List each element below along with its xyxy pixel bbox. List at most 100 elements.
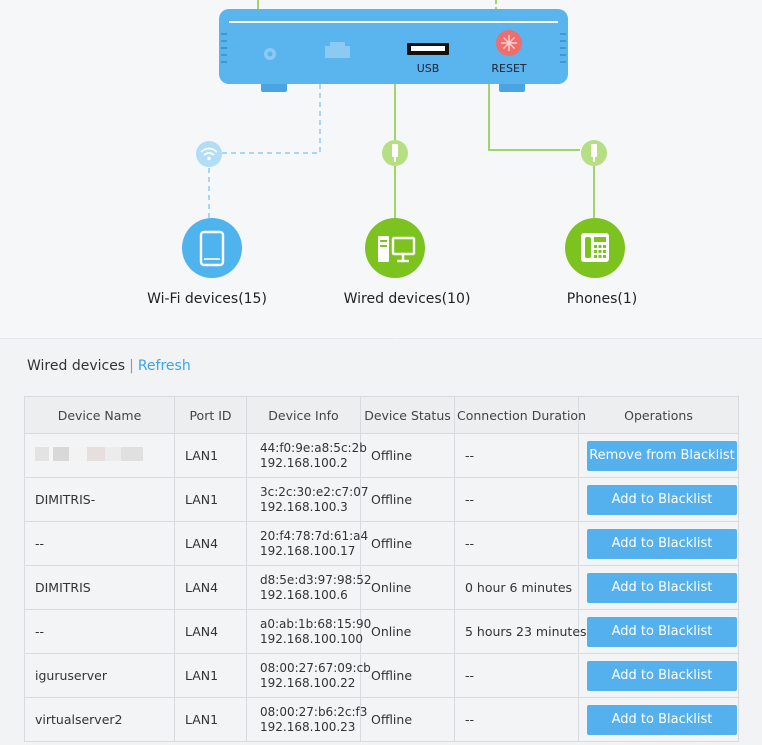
topology-diagram bbox=[182, 0, 625, 278]
wifi-devices-label[interactable]: Wi-Fi devices(15) bbox=[147, 291, 267, 307]
operations-cell: Add to Blacklist bbox=[578, 697, 739, 742]
device-status-cell: Offline bbox=[360, 433, 455, 478]
mac-address: 08:00:27:b6:2c:f3 bbox=[260, 704, 368, 719]
port-id-cell: LAN4 bbox=[174, 565, 247, 610]
device-name-cell bbox=[24, 433, 175, 478]
add-to-blacklist-button[interactable]: Add to Blacklist bbox=[587, 528, 737, 559]
mac-address: 20:f4:78:7d:61:a4 bbox=[260, 528, 369, 543]
column-header-device-name: Device Name bbox=[24, 396, 175, 434]
add-to-blacklist-button[interactable]: Add to Blacklist bbox=[587, 572, 737, 603]
section-header: Wired devices|Refresh bbox=[27, 358, 191, 374]
redacted-device-name bbox=[35, 447, 143, 461]
mac-address: d8:5e:d3:97:98:52 bbox=[260, 572, 372, 587]
port-id-cell: LAN4 bbox=[174, 609, 247, 654]
ip-address: 192.168.100.2 bbox=[260, 455, 348, 470]
operations-cell: Add to Blacklist bbox=[578, 653, 739, 698]
ip-address: 192.168.100.22 bbox=[260, 675, 356, 690]
connection-duration-cell: 5 hours 23 minutes bbox=[454, 609, 587, 654]
column-header-port-id: Port ID bbox=[174, 396, 247, 434]
phone-plug-icon bbox=[581, 140, 607, 166]
operations-cell: Add to Blacklist bbox=[578, 477, 739, 522]
ip-address: 192.168.100.3 bbox=[260, 499, 348, 514]
computer-icon[interactable] bbox=[365, 218, 425, 278]
device-status-cell: Online bbox=[360, 609, 455, 654]
reset-button-icon bbox=[496, 30, 522, 56]
usb-label: USB bbox=[416, 62, 440, 75]
phones-label[interactable]: Phones(1) bbox=[566, 291, 638, 307]
device-name-cell: DIMITRIS bbox=[24, 565, 175, 610]
operations-cell: Add to Blacklist bbox=[578, 521, 739, 566]
section-title: Wired devices bbox=[27, 358, 126, 374]
power-port-icon bbox=[264, 48, 276, 60]
device-status-cell: Offline bbox=[360, 477, 455, 522]
connection-duration-cell: -- bbox=[454, 521, 579, 566]
ip-address: 192.168.100.6 bbox=[260, 587, 348, 602]
ethernet-port-icon bbox=[325, 42, 350, 58]
connection-duration-cell: -- bbox=[454, 653, 579, 698]
usb-port-icon bbox=[407, 43, 449, 55]
device-status-cell: Offline bbox=[360, 697, 455, 742]
device-status-cell: Offline bbox=[360, 653, 455, 698]
tablet-icon[interactable] bbox=[182, 218, 242, 278]
refresh-link[interactable]: Refresh bbox=[137, 358, 191, 374]
port-id-cell: LAN4 bbox=[174, 521, 247, 566]
add-to-blacklist-button[interactable]: Add to Blacklist bbox=[587, 704, 737, 735]
section-separator: | bbox=[129, 358, 134, 374]
add-to-blacklist-button[interactable]: Add to Blacklist bbox=[587, 660, 737, 691]
remove-from-blacklist-button[interactable]: Remove from Blacklist bbox=[587, 440, 737, 471]
device-name-cell: -- bbox=[24, 609, 175, 654]
router-device bbox=[219, 9, 568, 92]
ip-address: 192.168.100.23 bbox=[260, 719, 356, 734]
device-status-cell: Online bbox=[360, 565, 455, 610]
wired-devices-table: Device Name Port ID Device Info Device S… bbox=[24, 396, 739, 742]
ethernet-plug-icon bbox=[382, 140, 408, 166]
column-header-connection-duration: Connection Duration bbox=[454, 396, 586, 434]
topology-divider bbox=[0, 338, 762, 339]
port-id-cell: LAN1 bbox=[174, 653, 247, 698]
add-to-blacklist-button[interactable]: Add to Blacklist bbox=[587, 616, 737, 647]
port-id-cell: LAN1 bbox=[174, 697, 247, 742]
operations-cell: Add to Blacklist bbox=[578, 565, 739, 610]
network-topology: USB RESET Wi-Fi devices(15) Wired device… bbox=[0, 0, 762, 338]
mac-address: 44:f0:9e:a8:5c:2b bbox=[260, 440, 367, 455]
connection-duration-cell: 0 hour 6 minutes bbox=[454, 565, 579, 610]
telephone-icon[interactable] bbox=[565, 218, 625, 278]
connection-duration-cell: -- bbox=[454, 433, 579, 478]
device-name-cell: virtualserver2 bbox=[24, 697, 175, 742]
connection-duration-cell: -- bbox=[454, 477, 579, 522]
selected-tab-pointer bbox=[382, 326, 408, 339]
device-status-cell: Offline bbox=[360, 521, 455, 566]
wifi-signal-icon bbox=[196, 141, 222, 167]
port-id-cell: LAN1 bbox=[174, 477, 247, 522]
add-to-blacklist-button[interactable]: Add to Blacklist bbox=[587, 484, 737, 515]
mac-address: 08:00:27:67:09:cb bbox=[260, 660, 371, 675]
table-header-row: Device Name Port ID Device Info Device S… bbox=[24, 396, 739, 434]
column-header-device-info: Device Info bbox=[246, 396, 361, 434]
connection-duration-cell: -- bbox=[454, 697, 579, 742]
column-header-device-status: Device Status bbox=[360, 396, 455, 434]
port-id-cell: LAN1 bbox=[174, 433, 247, 478]
device-name-cell: DIMITRIS- bbox=[24, 477, 175, 522]
wired-devices-label[interactable]: Wired devices(10) bbox=[343, 291, 471, 307]
ip-address: 192.168.100.17 bbox=[260, 543, 356, 558]
operations-cell: Add to Blacklist bbox=[578, 609, 739, 654]
operations-cell: Remove from Blacklist bbox=[578, 433, 739, 478]
column-header-operations: Operations bbox=[578, 396, 739, 434]
ip-address: 192.168.100.100 bbox=[260, 631, 364, 646]
reset-label: RESET bbox=[491, 62, 527, 75]
device-name-cell: iguruserver bbox=[24, 653, 175, 698]
mac-address: a0:ab:1b:68:15:90 bbox=[260, 616, 372, 631]
